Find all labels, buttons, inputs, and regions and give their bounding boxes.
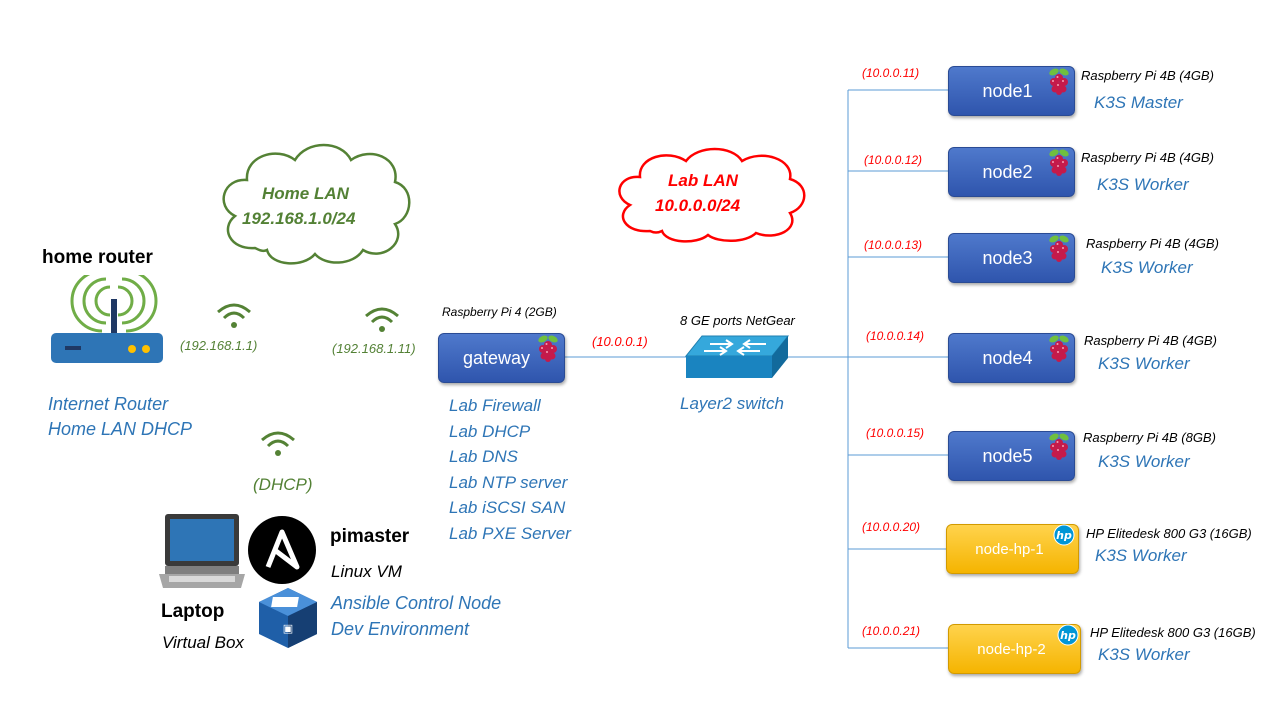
home-lan-cloud <box>222 143 411 265</box>
node4-label: node4 <box>982 347 1033 368</box>
gateway-role-2: Lab DHCP <box>449 422 531 441</box>
hp-logo-icon: hp <box>1053 524 1075 546</box>
laptop-dhcp-label: (DHCP) <box>253 475 313 494</box>
wifi-signal-icon <box>261 431 295 456</box>
node-hp-1-hardware: HP Elitedesk 800 G3 (16GB) <box>1086 526 1252 541</box>
vm-role-2: Dev Environment <box>331 619 470 639</box>
node-hp-2-label: node-hp-2 <box>977 640 1046 658</box>
node1-role: K3S Master <box>1094 93 1183 112</box>
wifi-signal-icon <box>217 303 251 328</box>
svg-text:hp: hp <box>1056 529 1072 542</box>
gateway-role-4: Lab NTP server <box>449 473 568 492</box>
node-hp-1-ip: (10.0.0.20) <box>862 520 921 534</box>
node4-ip: (10.0.0.14) <box>866 329 925 343</box>
home-router-ip: (192.168.1.1) <box>180 338 258 353</box>
node5-hardware: Raspberry Pi 4B (8GB) <box>1083 430 1216 445</box>
node5-role: K3S Worker <box>1098 452 1190 471</box>
gateway-label: gateway <box>462 347 531 368</box>
node3-ip: (10.0.0.13) <box>864 238 923 252</box>
network-switch-icon <box>684 335 790 378</box>
gateway-role-3: Lab DNS <box>449 447 518 466</box>
svg-text:▣: ▣ <box>283 622 293 635</box>
hp-logo-icon: hp <box>1057 624 1079 646</box>
lab-lan-name: Lab LAN <box>668 171 738 190</box>
lab-lan-cloud <box>618 147 806 243</box>
svg-text:hp: hp <box>1060 629 1076 642</box>
laptop-icon <box>159 514 245 588</box>
raspberry-pi-logo-icon <box>1048 334 1070 362</box>
home-lan-name: Home LAN <box>262 184 349 203</box>
home-router-role-2: Home LAN DHCP <box>48 419 193 439</box>
node-hp-1-role: K3S Worker <box>1095 546 1187 565</box>
node1-hardware: Raspberry Pi 4B (4GB) <box>1081 68 1214 83</box>
node2-label: node2 <box>982 161 1033 182</box>
gateway-hardware: Raspberry Pi 4 (2GB) <box>442 305 557 319</box>
vm-type: Linux VM <box>331 562 402 581</box>
wifi-signal-icon <box>365 307 399 332</box>
vm-name: pimaster <box>330 526 410 547</box>
node-hp-2-hardware: HP Elitedesk 800 G3 (16GB) <box>1090 625 1256 640</box>
node2-ip: (10.0.0.12) <box>864 153 923 167</box>
raspberry-pi-logo-icon <box>1048 432 1070 460</box>
node1-label: node1 <box>982 80 1033 101</box>
node5-ip: (10.0.0.15) <box>866 426 925 440</box>
laptop-hypervisor: Virtual Box <box>162 633 244 652</box>
gateway-lan-ip: (10.0.0.1) <box>592 334 648 349</box>
vm-role-1: Ansible Control Node <box>331 593 502 613</box>
gateway-role-1: Lab Firewall <box>449 396 541 415</box>
gateway-wifi-ip: (192.168.1.11) <box>332 341 416 356</box>
home-router-role-1: Internet Router <box>48 394 169 414</box>
raspberry-pi-logo-icon <box>537 334 559 362</box>
node3-label: node3 <box>982 247 1033 268</box>
ansible-logo-icon <box>248 516 316 584</box>
node3-hardware: Raspberry Pi 4B (4GB) <box>1086 236 1219 251</box>
node2-role: K3S Worker <box>1097 175 1189 194</box>
home-router-title: home router <box>42 247 153 268</box>
switch-role: Layer2 switch <box>680 394 784 413</box>
switch-model: 8 GE ports NetGear <box>680 313 795 328</box>
virtualbox-logo-icon: ▣ <box>259 588 317 648</box>
node3-role: K3S Worker <box>1101 258 1193 277</box>
gateway-role-5: Lab iSCSI SAN <box>449 498 566 517</box>
node-hp-2-ip: (10.0.0.21) <box>862 624 921 638</box>
node5-label: node5 <box>982 445 1033 466</box>
wifi-router-icon <box>51 275 163 363</box>
raspberry-pi-logo-icon <box>1048 148 1070 176</box>
lab-lan-subnet: 10.0.0.0/24 <box>655 196 741 215</box>
raspberry-pi-logo-icon <box>1048 67 1070 95</box>
node1-ip: (10.0.0.11) <box>862 66 920 80</box>
node4-hardware: Raspberry Pi 4B (4GB) <box>1084 333 1217 348</box>
raspberry-pi-logo-icon <box>1048 234 1070 262</box>
gateway-role-6: Lab PXE Server <box>449 524 571 543</box>
node2-hardware: Raspberry Pi 4B (4GB) <box>1081 150 1214 165</box>
node4-role: K3S Worker <box>1098 354 1190 373</box>
laptop-host: Laptop <box>161 601 225 622</box>
node-hp-2-role: K3S Worker <box>1098 645 1190 664</box>
home-lan-subnet: 192.168.1.0/24 <box>242 209 356 228</box>
node-hp-1-label: node-hp-1 <box>975 540 1044 558</box>
